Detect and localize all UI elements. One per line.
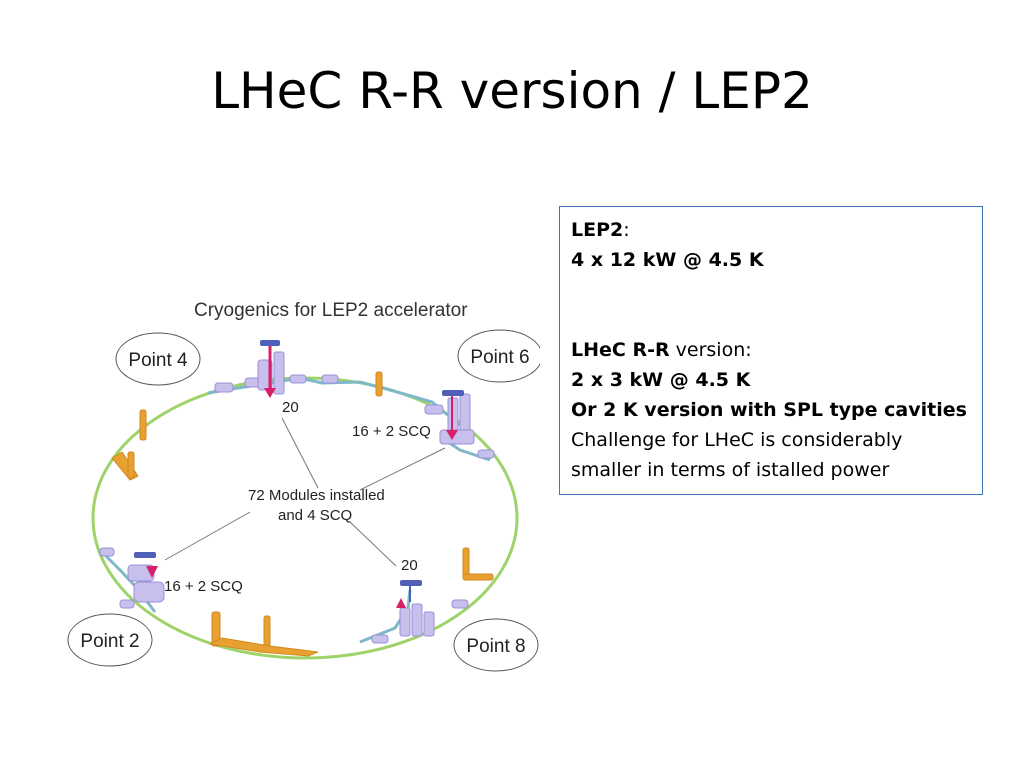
lhec-heading: LHeC R-R version: bbox=[571, 335, 971, 365]
point-6-label: Point 6 bbox=[470, 347, 529, 368]
cryostat-point-2 bbox=[134, 552, 158, 578]
lep2-colon: : bbox=[623, 219, 630, 241]
alt-version: Or 2 K version with SPL type cavities bbox=[571, 399, 967, 421]
point-2-label: Point 2 bbox=[80, 631, 139, 652]
cryo-plant-point-8 bbox=[462, 547, 494, 581]
cryo-plant-point-4 bbox=[111, 409, 147, 481]
scq-label-right: 16 + 2 SCQ bbox=[352, 423, 431, 440]
point-8-callout: Point 8 bbox=[453, 618, 539, 672]
cryostat-point-4 bbox=[260, 340, 280, 398]
cryostat-point-8 bbox=[396, 580, 422, 608]
pointer-line-left bbox=[164, 511, 251, 561]
cryo-plant-point-2 bbox=[208, 611, 319, 657]
scq-label-left: 16 + 2 SCQ bbox=[164, 578, 243, 595]
center-label-line-2: and 4 SCQ bbox=[278, 507, 352, 524]
lhec-power: 2 x 3 kW @ 4.5 K bbox=[571, 369, 751, 391]
pointer-line-top bbox=[281, 417, 319, 489]
point-2-callout: Point 2 bbox=[67, 613, 153, 667]
count-label-top: 20 bbox=[282, 399, 299, 416]
cryostat-point-6 bbox=[442, 390, 464, 440]
diagram-title: Cryogenics for LEP2 accelerator bbox=[194, 300, 468, 321]
challenge-line-2: smaller in terms of istalled power bbox=[571, 459, 890, 481]
pointer-line-bottom bbox=[349, 521, 397, 567]
info-text-box: LEP2: 4 x 12 kW @ 4.5 K LHeC R-R version… bbox=[559, 206, 983, 495]
point-4-callout: Point 4 bbox=[115, 332, 201, 386]
lhec-label: LHeC R-R bbox=[571, 339, 670, 361]
module-cluster-point-2 bbox=[99, 547, 165, 609]
lhec-suffix: version: bbox=[669, 339, 752, 361]
count-label-bottom: 20 bbox=[401, 557, 418, 574]
point-6-callout: Point 6 bbox=[457, 329, 540, 383]
spacer bbox=[571, 275, 971, 335]
module-cluster-point-8 bbox=[371, 599, 469, 644]
challenge-line-1: Challenge for LHeC is considerably bbox=[571, 429, 903, 451]
slide-title: LHeC R-R version / LEP2 bbox=[211, 62, 813, 120]
cryo-plant-top bbox=[375, 371, 383, 397]
lep2-power: 4 x 12 kW @ 4.5 K bbox=[571, 249, 764, 271]
lep2-heading: LEP2: bbox=[571, 215, 971, 245]
module-cluster-point-4 bbox=[214, 351, 339, 395]
center-label-line-1: 72 Modules installed bbox=[248, 487, 385, 504]
pointer-line-right bbox=[359, 447, 446, 491]
lep2-cryogenics-diagram: Cryogenics for LEP2 accelerator Point 4 … bbox=[67, 300, 540, 672]
lep2-label: LEP2 bbox=[571, 219, 624, 241]
point-4-label: Point 4 bbox=[128, 350, 188, 371]
point-8-label: Point 8 bbox=[466, 636, 525, 657]
